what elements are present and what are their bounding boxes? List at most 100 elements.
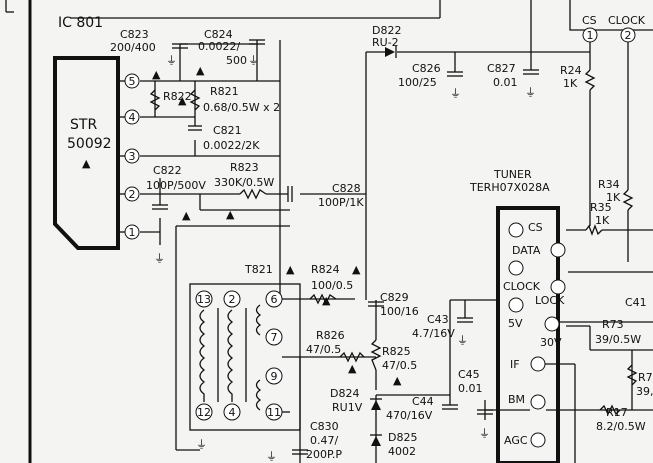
svg-text:⏚: ⏚ [479, 427, 490, 440]
r73-ref: R73 [602, 318, 624, 331]
r35-value: 1K [595, 214, 610, 227]
svg-text:▲: ▲ [152, 68, 161, 81]
tuner-data: DATA [512, 244, 541, 257]
component-labels: C823 200/400 C824 0.0022/ 500 R821 0.68/… [110, 24, 653, 461]
t821-pin-13: 13 [197, 293, 211, 306]
svg-text:⏚: ⏚ [154, 252, 165, 265]
svg-text:▲: ▲ [82, 157, 91, 170]
ic-part-line2: 50092 [67, 136, 112, 152]
tuner-block: TUNER TERH07X028A CS DATA CLOCK LOCK 5V … [469, 168, 566, 463]
tuner-30v: 30V [540, 336, 562, 349]
r824-ref: R824 [311, 263, 340, 276]
c830-value-2: 200P.P [306, 448, 342, 461]
ic-801: IC 801 STR 50092 ▲ 5 4 3 2 1 [53, 15, 140, 250]
c45-value: 0.01 [458, 382, 483, 395]
svg-text:⏚: ⏚ [248, 54, 259, 67]
c829-ref: C829 [380, 291, 409, 304]
r34-ref: R34 [598, 178, 620, 191]
svg-text:▲: ▲ [178, 94, 187, 107]
d824-value: RU1V [332, 401, 363, 414]
resistor-symbols [149, 69, 638, 416]
r826-ref: R826 [316, 329, 345, 342]
c823-value: 200/400 [110, 41, 156, 54]
ic-pin-4: 4 [129, 111, 136, 124]
c828-ref: C828 [332, 182, 361, 195]
t821-pin-11: 11 [267, 406, 281, 419]
c828-value: 100P/1K [318, 196, 364, 209]
diode-symbols [370, 46, 397, 446]
r823-ref: R823 [230, 161, 259, 174]
c43-ref: C43 [427, 313, 449, 326]
capacitor-symbols [152, 39, 539, 455]
r24-ref: R24 [560, 64, 582, 77]
r35-ref: R35 [590, 201, 612, 214]
tuner-clock: CLOCK [503, 280, 541, 293]
r821-ref: R821 [210, 85, 239, 98]
connector-clock-label: CLOCK [608, 14, 646, 27]
wires [5, 0, 653, 463]
svg-text:⏚: ⏚ [457, 334, 468, 347]
ic-pin-5: 5 [129, 75, 136, 88]
c824-ref: C824 [204, 28, 233, 41]
svg-text:▲: ▲ [286, 263, 295, 276]
svg-text:▲: ▲ [352, 263, 361, 276]
r822-ref: R822 [163, 90, 192, 103]
tuner-agc: AGC [504, 434, 528, 447]
c826-ref: C826 [412, 62, 441, 75]
connector-pin-2: 2 [625, 29, 632, 42]
connector-pin-1: 1 [587, 29, 594, 42]
t821-pin-4: 4 [229, 406, 236, 419]
svg-text:▲: ▲ [182, 209, 191, 222]
r824-value: 100/0.5 [311, 279, 353, 292]
r17-value: 8.2/0.5W [596, 420, 646, 433]
c822-ref: C822 [153, 164, 182, 177]
svg-text:▲: ▲ [226, 208, 235, 221]
tuner-lock: LOCK [535, 294, 565, 307]
ic-ref: IC 801 [58, 15, 103, 31]
r73-value: 39/0.5W [595, 333, 641, 346]
r7x-value: 39, [636, 385, 653, 398]
r825-ref: R825 [382, 345, 411, 358]
tuner-model: TERH07X028A [469, 181, 550, 194]
ic-part-line1: STR [70, 117, 97, 133]
t821-pin-2: 2 [229, 293, 236, 306]
t821-pin-9: 9 [271, 370, 278, 383]
svg-text:⏚: ⏚ [196, 438, 207, 451]
c821-ref: C821 [213, 124, 242, 137]
c829-value: 100/16 [380, 305, 419, 318]
t821-pin-7: 7 [271, 331, 278, 344]
c821-value: 0.0022/2K [203, 139, 260, 152]
c824-value: 0.0022/ [198, 40, 240, 53]
svg-text:▲: ▲ [322, 294, 331, 307]
c822-value: 100P/500V [146, 179, 206, 192]
r823-value: 330K/0.5W [214, 176, 274, 189]
ground-symbols: ⏚ ⏚ ⏚ ⏚ ⏚ ⏚ ⏚ ⏚ ⏚ [154, 54, 536, 463]
c43-value: 4.7/16V [412, 327, 455, 340]
ic-pin-1: 1 [129, 226, 136, 239]
svg-text:▲: ▲ [348, 362, 357, 375]
tuner-title: TUNER [493, 168, 532, 181]
c44-ref: C44 [412, 395, 434, 408]
c824-value-2: 500 [226, 54, 247, 67]
tuner-bm: BM [508, 393, 525, 406]
t821-pin-6: 6 [271, 293, 278, 306]
d824-ref: D824 [330, 387, 359, 400]
c823-ref: C823 [120, 28, 149, 41]
d825-value: 4002 [388, 445, 416, 458]
svg-text:▲: ▲ [393, 374, 402, 387]
r826-value: 47/0.5 [306, 343, 341, 356]
c827-value: 0.01 [493, 76, 518, 89]
connector-cs-label: CS [582, 14, 597, 27]
svg-text:⏚: ⏚ [525, 86, 536, 99]
r17-ref: R17 [606, 406, 628, 419]
transformer-t821: 13 2 12 4 6 7 9 11 [195, 290, 283, 421]
tuner-if: IF [510, 358, 520, 371]
r24-value: 1K [563, 77, 578, 90]
c45-ref: C45 [458, 368, 480, 381]
svg-text:⏚: ⏚ [266, 450, 277, 463]
d825-ref: D825 [388, 431, 417, 444]
ic-pin-3: 3 [129, 150, 136, 163]
t821-ref: T821 [244, 263, 273, 276]
tuner-cs: CS [528, 221, 543, 234]
d822-ref: D822 [372, 24, 401, 37]
